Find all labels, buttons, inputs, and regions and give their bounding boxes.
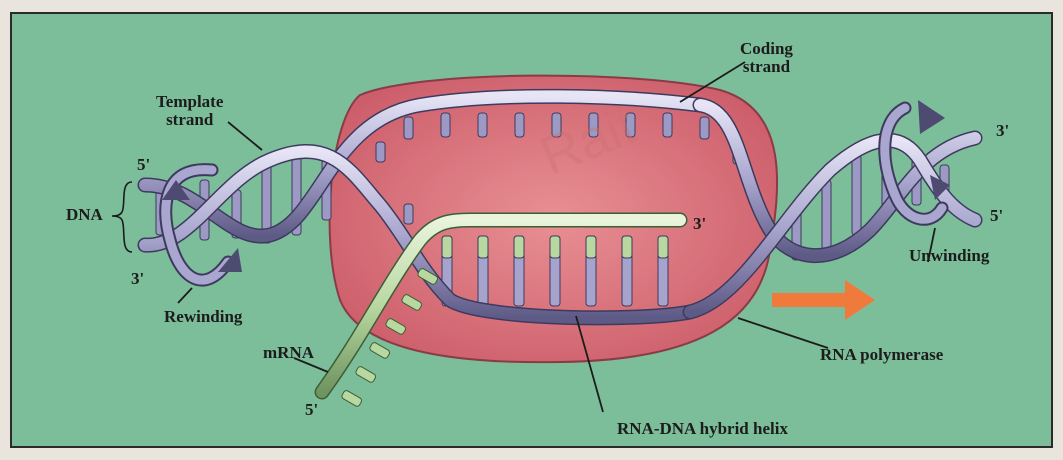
three-prime-rna-label: 3' [693, 215, 706, 233]
dna-brace [112, 182, 132, 252]
coding-strand-label: Coding strand [740, 40, 793, 76]
template-strand-label: Template strand [156, 93, 223, 129]
rna-polymerase-label: RNA polymerase [820, 346, 943, 364]
five-prime-mrna-label: 5' [305, 401, 318, 419]
hybrid-helix-label: RNA-DNA hybrid helix [617, 420, 788, 438]
mrna-label: mRNA [263, 344, 314, 362]
five-prime-left-label: 5' [137, 156, 150, 174]
three-prime-left-label: 3' [131, 270, 144, 288]
dna-label: DNA [66, 206, 103, 224]
rewinding-label: Rewinding [164, 308, 242, 326]
unwinding-label: Unwinding [909, 247, 989, 265]
five-prime-right-label: 5' [990, 207, 1003, 225]
three-prime-right-label: 3' [996, 122, 1009, 140]
direction-arrow-icon [772, 280, 875, 320]
